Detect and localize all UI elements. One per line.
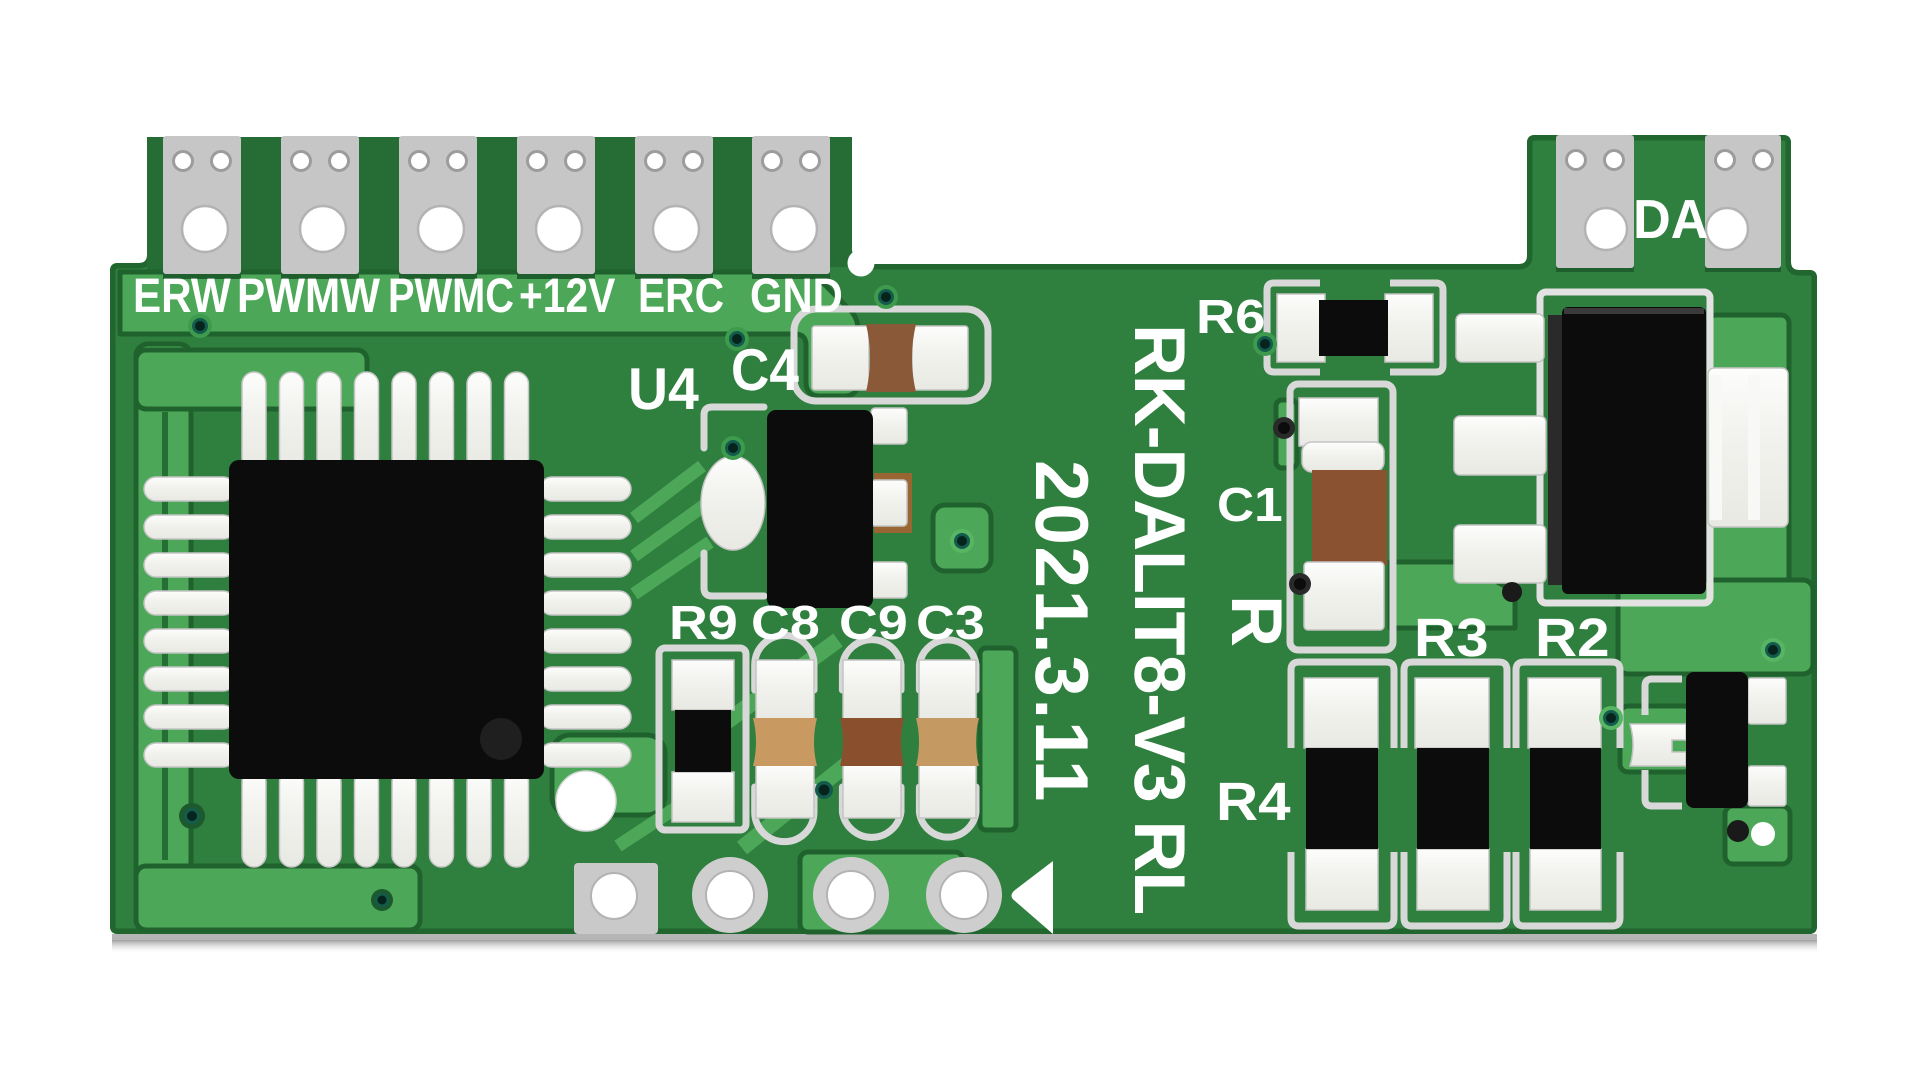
svg-text:R9: R9 bbox=[669, 597, 738, 650]
svg-text:PWMW: PWMW bbox=[237, 269, 380, 323]
svg-text:R2: R2 bbox=[1535, 608, 1610, 668]
svg-text:2021.3.11: 2021.3.11 bbox=[1020, 460, 1104, 803]
svg-text:C3: C3 bbox=[916, 597, 985, 650]
svg-text:GND: GND bbox=[750, 269, 843, 323]
svg-text:C1: C1 bbox=[1217, 479, 1283, 532]
svg-text:ERC: ERC bbox=[638, 269, 724, 323]
svg-text:U4: U4 bbox=[628, 356, 699, 422]
svg-text:+12V: +12V bbox=[519, 269, 616, 323]
svg-text:R3: R3 bbox=[1414, 608, 1489, 668]
svg-text:RK-DALIT8-V3 RL: RK-DALIT8-V3 RL bbox=[1119, 324, 1199, 914]
svg-text:DA: DA bbox=[1633, 188, 1708, 250]
svg-text:R6: R6 bbox=[1196, 291, 1265, 344]
svg-text:R: R bbox=[1216, 595, 1296, 647]
svg-text:C4: C4 bbox=[731, 337, 799, 403]
svg-text:ERW: ERW bbox=[133, 269, 231, 323]
svg-text:PWMC: PWMC bbox=[388, 269, 514, 323]
svg-text:R4: R4 bbox=[1216, 772, 1291, 832]
svg-text:C9: C9 bbox=[839, 597, 908, 650]
svg-text:C8: C8 bbox=[751, 597, 820, 650]
